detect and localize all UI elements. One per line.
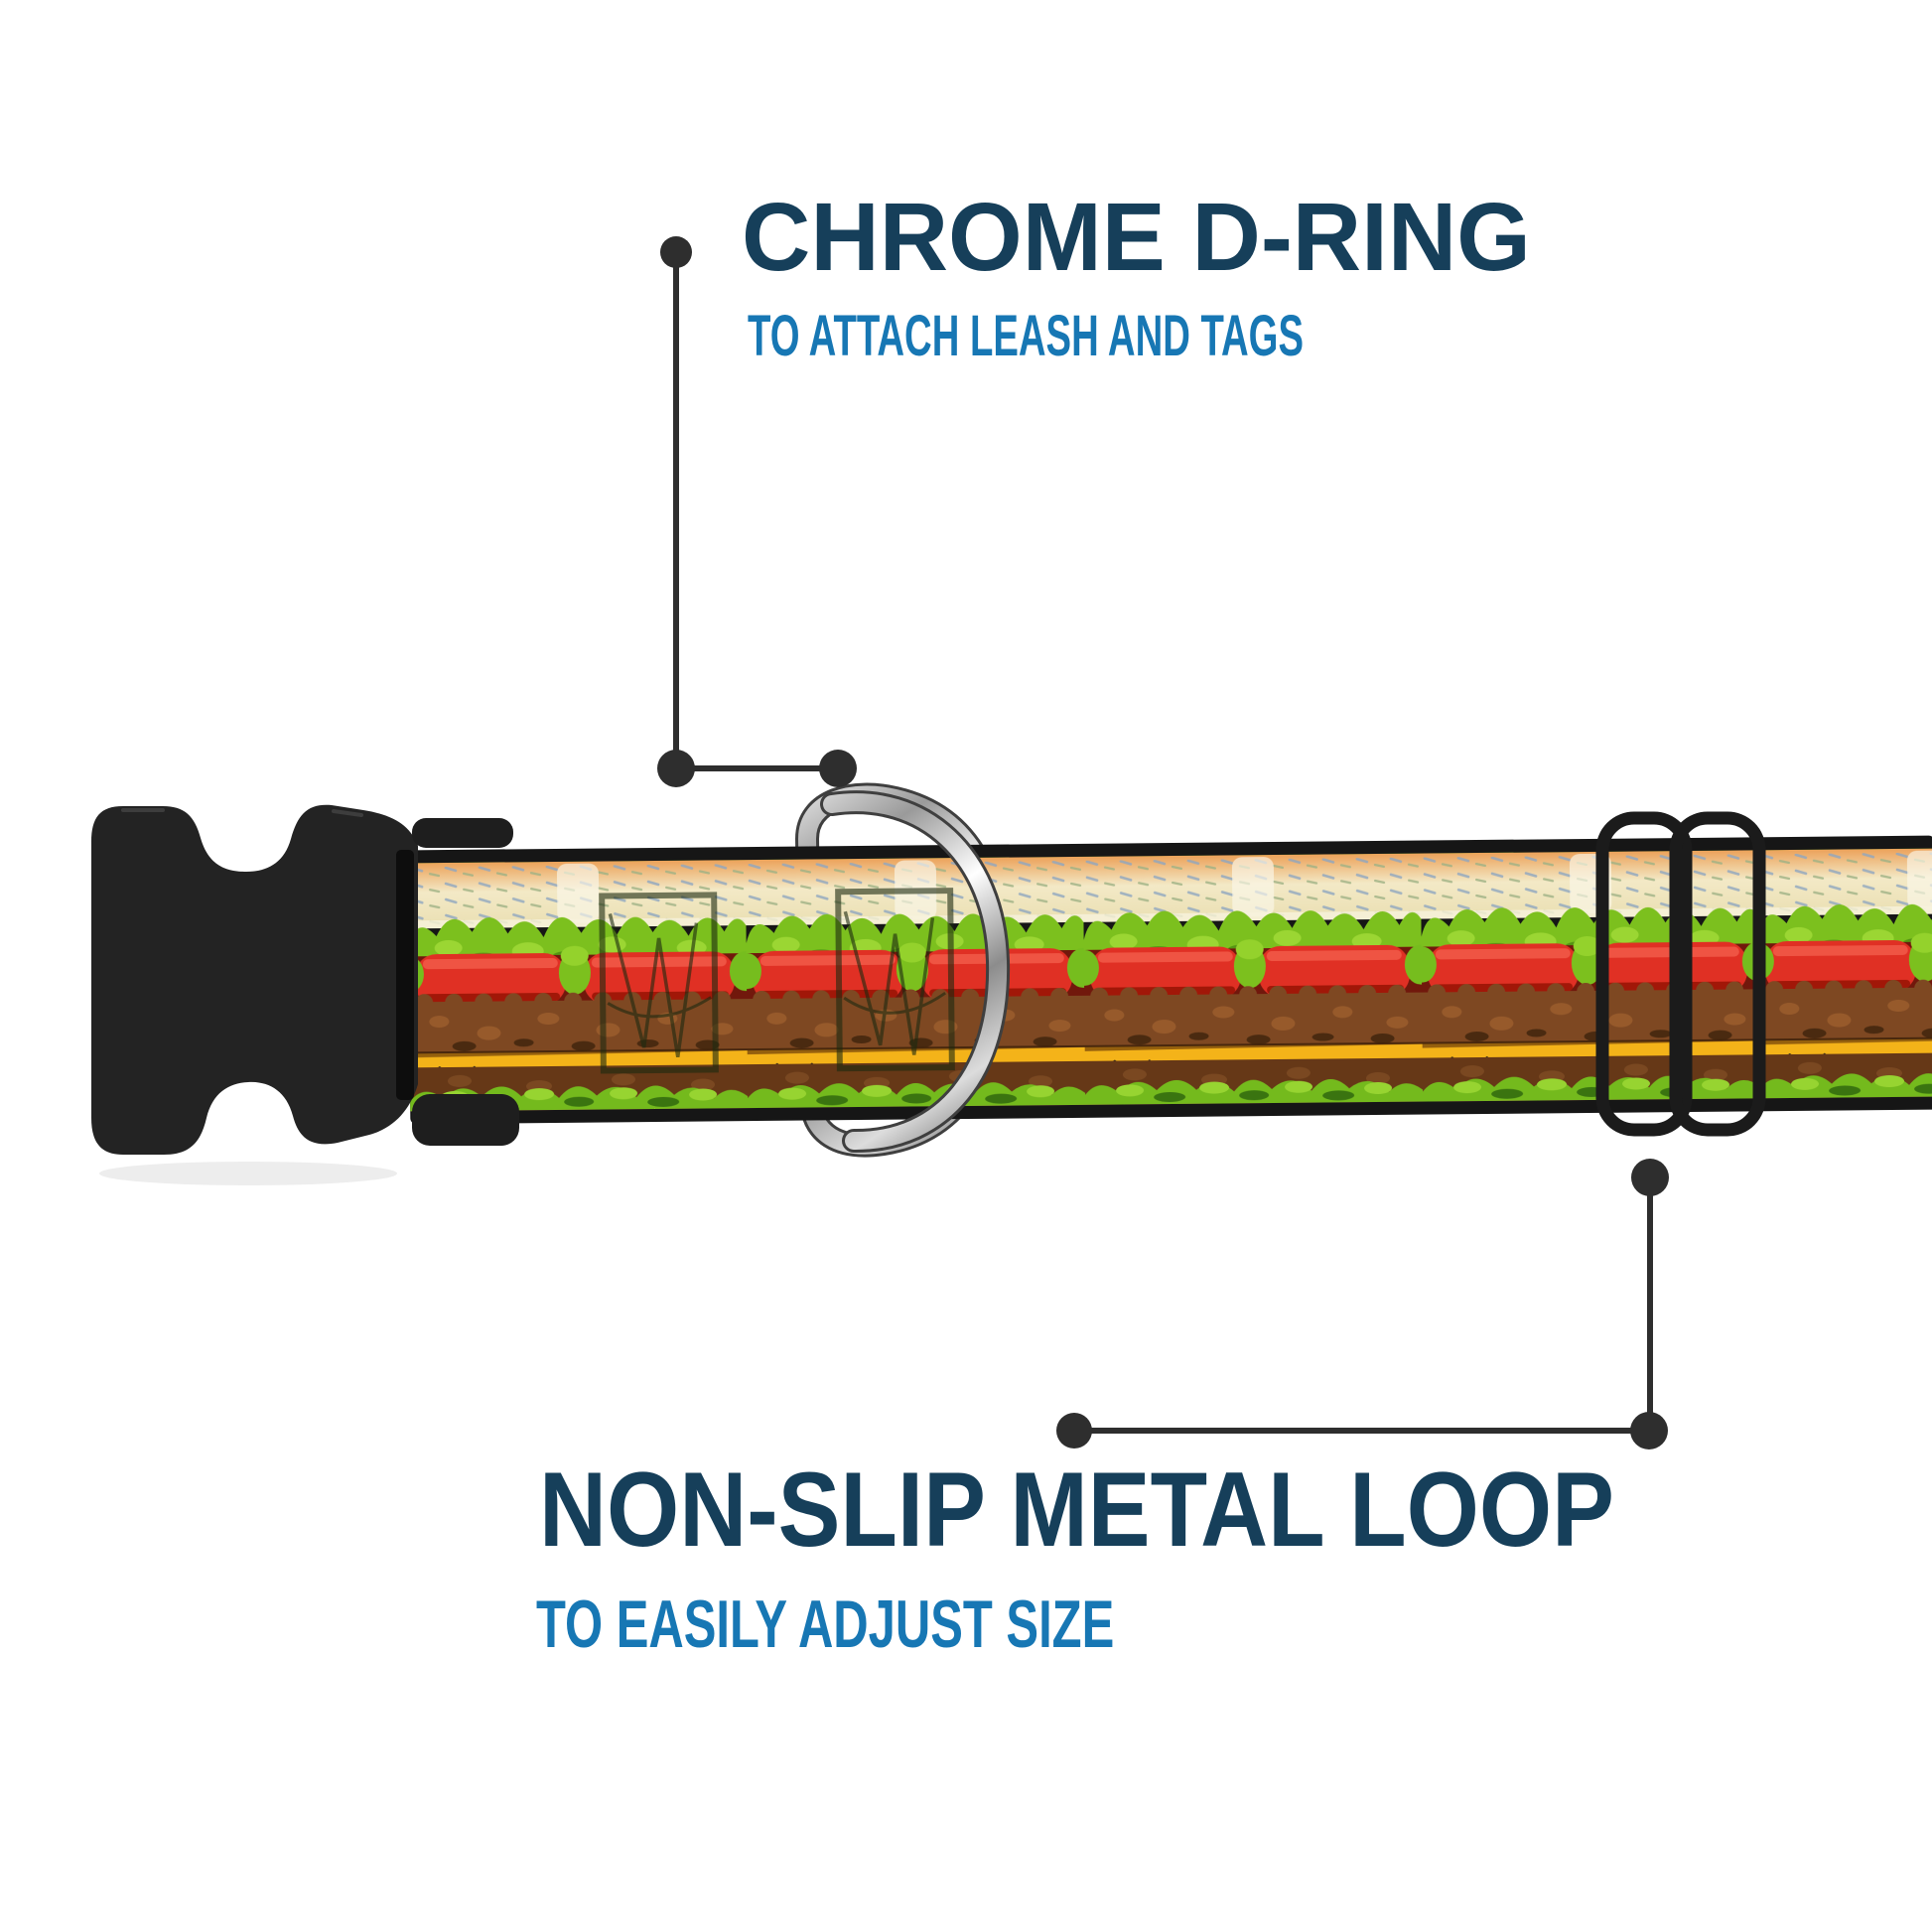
loop-callout-title: NON-SLIP METAL LOOP	[539, 1449, 1614, 1569]
top-callout-leader	[657, 236, 857, 787]
dring-callout-subtitle: TO ATTACH LEASH AND TAGS	[748, 304, 1304, 368]
buckle-bottom-arm	[412, 1094, 519, 1146]
callout-dot	[657, 750, 695, 787]
loop-callout-subtitle: TO EASILY ADJUST SIZE	[536, 1587, 1115, 1662]
callout-dot	[660, 236, 692, 268]
callout-dot	[1630, 1412, 1668, 1449]
buckle-slot	[396, 850, 414, 1100]
pattern-sketch-square	[835, 888, 955, 1072]
burger-pattern-webbing	[407, 848, 1932, 1112]
chrome-d-ring	[820, 790, 1011, 1154]
buckle-top-arm	[412, 818, 513, 848]
callout-dot	[1631, 1159, 1669, 1196]
collar-strap	[407, 835, 1932, 1125]
bottom-callout-leader	[1056, 1159, 1669, 1449]
metal-slider-loop	[1595, 811, 1766, 1137]
pattern-sketch-square	[599, 892, 719, 1074]
callout-dot	[819, 750, 857, 787]
side-release-buckle	[91, 804, 519, 1185]
buckle-shadow	[99, 1162, 397, 1185]
dring-callout-title: CHROME D-RING	[742, 183, 1531, 291]
callout-dot	[1056, 1413, 1092, 1449]
